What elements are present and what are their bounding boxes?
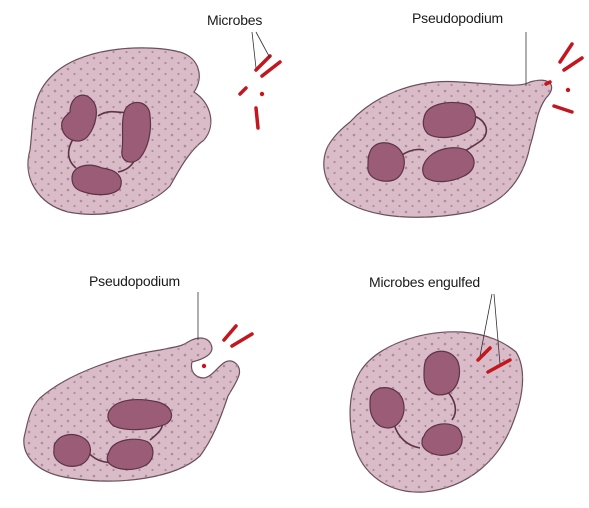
microbe-rod [546, 82, 550, 84]
label-pseudopodium-bottom: Pseudopodium [89, 273, 180, 289]
cell-granules-2 [324, 80, 552, 217]
panel-2-cell [324, 80, 552, 217]
microbe-coccus [202, 364, 206, 368]
nucleus-lobe-3a [108, 400, 172, 430]
nucleus-lobe-3b [54, 435, 91, 467]
label-microbes: Microbes [207, 12, 262, 28]
microbe-rod [224, 326, 236, 340]
microbe-coccus [260, 92, 264, 96]
microbe-rod [256, 108, 258, 128]
microbe-rod [262, 62, 280, 76]
panel-1-cell [28, 48, 211, 214]
microbe-rod [256, 56, 270, 70]
panel-4-cell [350, 332, 523, 492]
panel-2-microbes [546, 44, 582, 112]
microbe-rod [240, 88, 246, 94]
panel-1-microbes [240, 56, 280, 128]
nucleus-lobe-4a [424, 351, 460, 395]
microbe-rod [564, 58, 582, 70]
microbe-rod [232, 334, 252, 346]
microbe-rod [560, 44, 572, 62]
microbe-coccus [566, 88, 570, 92]
nucleus-lobe-2b [368, 143, 404, 182]
label-microbes-engulfed: Microbes engulfed [369, 274, 480, 290]
nucleus-lobe-4b [370, 388, 404, 428]
microbe-rod [554, 106, 572, 112]
panel-3-cell [24, 338, 240, 481]
label-pseudopodium-top: Pseudopodium [412, 10, 503, 26]
